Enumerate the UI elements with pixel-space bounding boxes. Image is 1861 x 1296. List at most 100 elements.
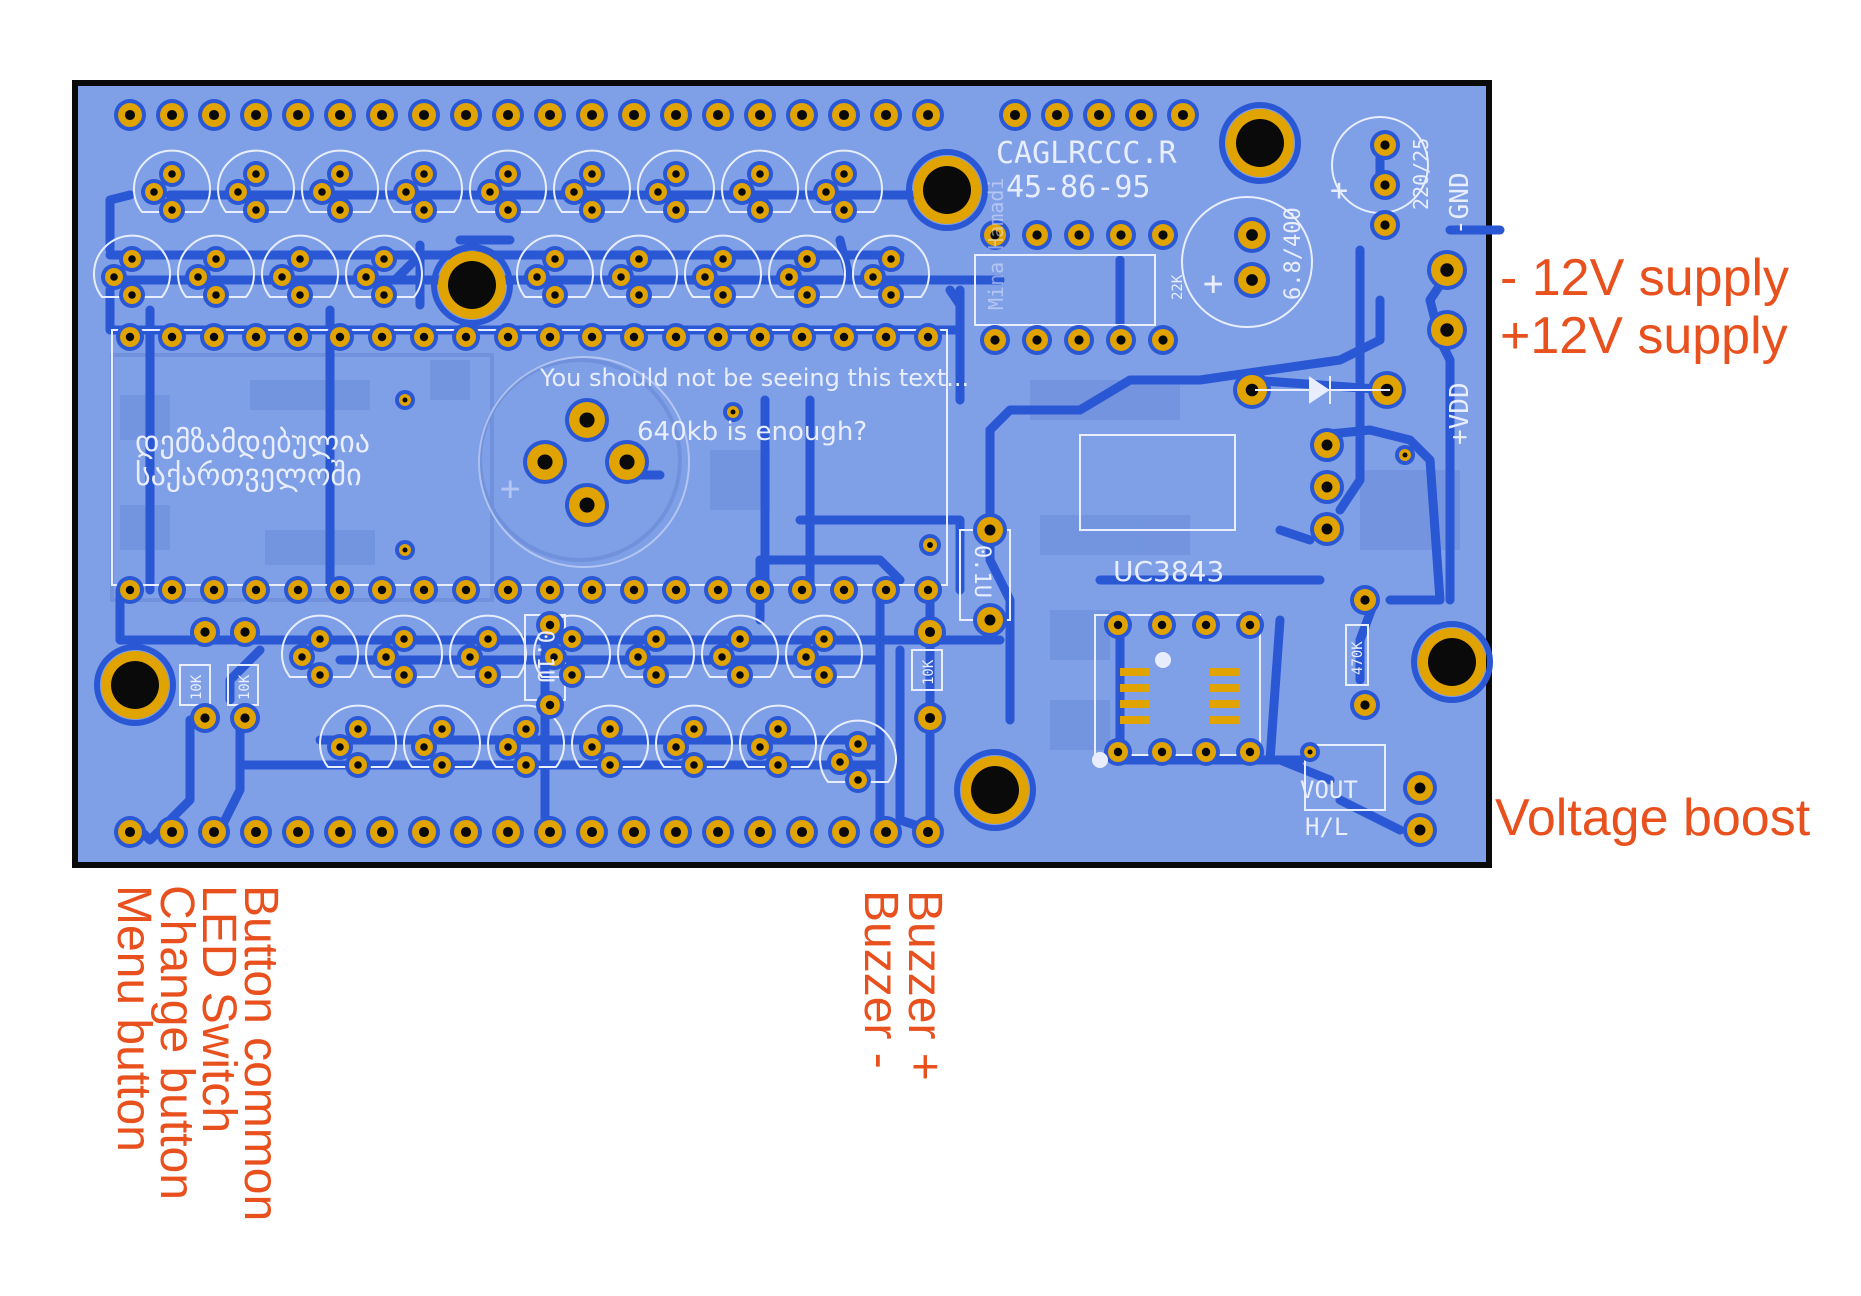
pcb-pad bbox=[565, 398, 609, 442]
pcb-pad bbox=[605, 440, 649, 484]
transistor-footprint bbox=[533, 614, 611, 678]
pcb-pad bbox=[1310, 470, 1344, 504]
pcb-pad bbox=[158, 323, 186, 351]
pcb-pad bbox=[203, 282, 229, 308]
pcb-pad bbox=[230, 703, 260, 733]
pcb-pad bbox=[198, 99, 230, 131]
mounting-hole bbox=[954, 749, 1036, 831]
pcb-pad bbox=[980, 325, 1010, 355]
cap-01u-b-label: 0.1U bbox=[532, 630, 557, 683]
pcb-pad bbox=[727, 626, 753, 652]
pcb-pad bbox=[1104, 738, 1132, 766]
pcb-pad bbox=[576, 816, 608, 848]
mounting-hole bbox=[1411, 621, 1493, 703]
resistor-10k-b-label: 10K bbox=[237, 674, 253, 700]
chip-label: UC3843 bbox=[1113, 555, 1224, 588]
cap-small-label: 220/25 bbox=[1409, 138, 1433, 210]
pcb-pad bbox=[327, 161, 353, 187]
pcb-pad bbox=[327, 734, 353, 760]
pcb-pad bbox=[410, 576, 438, 604]
pcb-pad bbox=[618, 99, 650, 131]
pcb-pad bbox=[811, 662, 837, 688]
pcb-pad bbox=[203, 246, 229, 272]
vdd-label: +VDD bbox=[1445, 382, 1475, 445]
pcb-pad bbox=[709, 644, 735, 670]
pcb-pad bbox=[287, 282, 313, 308]
pcb-pad bbox=[475, 626, 501, 652]
pcb-pad bbox=[912, 816, 944, 848]
transistor-footprint bbox=[600, 234, 678, 298]
pcb-pad bbox=[747, 734, 773, 760]
pcb-pad bbox=[662, 323, 690, 351]
pcb-pad bbox=[190, 617, 220, 647]
pcb-pad bbox=[282, 99, 314, 131]
pcb-pad bbox=[788, 576, 816, 604]
pcb-pad bbox=[198, 816, 230, 848]
mounting-holes bbox=[94, 102, 1493, 831]
pcb-pad bbox=[534, 816, 566, 848]
smd-pad bbox=[1210, 716, 1240, 724]
pcb-pad bbox=[578, 323, 606, 351]
transistor-footprint bbox=[805, 149, 883, 213]
mounting-hole bbox=[1219, 102, 1301, 184]
pcb-pad bbox=[793, 644, 819, 670]
annotation-button-common: Button common bbox=[234, 885, 287, 1222]
pcb-pad bbox=[1300, 742, 1320, 762]
plus-mark-2: + bbox=[1330, 173, 1348, 208]
pcb-pad bbox=[1022, 220, 1052, 250]
pcb-pad bbox=[973, 603, 1007, 637]
pcb-pad bbox=[1370, 130, 1400, 160]
pcb-pad bbox=[345, 716, 371, 742]
annotation-buzzer-minus: Buzzer - bbox=[854, 890, 907, 1069]
pin1-marker bbox=[1092, 752, 1108, 768]
hl-label: H/L bbox=[1305, 813, 1348, 841]
plus-mark-3: + bbox=[500, 469, 520, 509]
pcb-pad bbox=[475, 662, 501, 688]
pcb-pad bbox=[620, 576, 648, 604]
pcb-pad bbox=[119, 246, 145, 272]
pads bbox=[114, 99, 1467, 848]
pcb-pad bbox=[870, 99, 902, 131]
pcb-pad bbox=[620, 323, 648, 351]
pcb-pad bbox=[831, 161, 857, 187]
transistor-footprint bbox=[345, 234, 423, 298]
transistor-footprints bbox=[93, 149, 930, 793]
pcb-pad bbox=[747, 161, 773, 187]
pcb-pad bbox=[702, 816, 734, 848]
gnd-label: -GND bbox=[1445, 172, 1475, 235]
pcb-pad bbox=[536, 323, 564, 351]
pcb-pad bbox=[692, 264, 718, 290]
pcb-pad bbox=[114, 816, 146, 848]
pcb-pad bbox=[366, 816, 398, 848]
pcb-pad bbox=[395, 390, 415, 410]
pcb-pad bbox=[828, 99, 860, 131]
pcb-pad bbox=[827, 749, 853, 775]
transistor-footprint bbox=[684, 234, 762, 298]
pcb-pad bbox=[429, 752, 455, 778]
pcb-pad bbox=[391, 662, 417, 688]
pcb-pad bbox=[326, 323, 354, 351]
annotation-neg-12v: - 12V supply bbox=[1500, 249, 1790, 307]
message-line-1: You should not be seeing this text... bbox=[539, 364, 969, 392]
pcb-pad bbox=[831, 197, 857, 223]
pcb-pad bbox=[429, 716, 455, 742]
pcb-pad bbox=[373, 644, 399, 670]
pcb-pad bbox=[324, 99, 356, 131]
pcb-pad bbox=[452, 323, 480, 351]
pcb-pad bbox=[495, 734, 521, 760]
transistor-footprint bbox=[133, 149, 211, 213]
pcb-pad bbox=[542, 246, 568, 272]
smd-pad bbox=[1120, 716, 1150, 724]
pcb-pad bbox=[872, 323, 900, 351]
pcb-pad bbox=[243, 161, 269, 187]
pcb-pad bbox=[542, 282, 568, 308]
pcb-pad bbox=[200, 576, 228, 604]
pcb-pad bbox=[1148, 611, 1176, 639]
pcb-pad bbox=[1148, 738, 1176, 766]
transistor-footprint bbox=[637, 149, 715, 213]
pcb-pad bbox=[114, 99, 146, 131]
pcb-pad bbox=[523, 440, 567, 484]
pcb-pad bbox=[1395, 445, 1415, 465]
pcb-pad bbox=[495, 161, 521, 187]
pcb-pad bbox=[101, 264, 127, 290]
